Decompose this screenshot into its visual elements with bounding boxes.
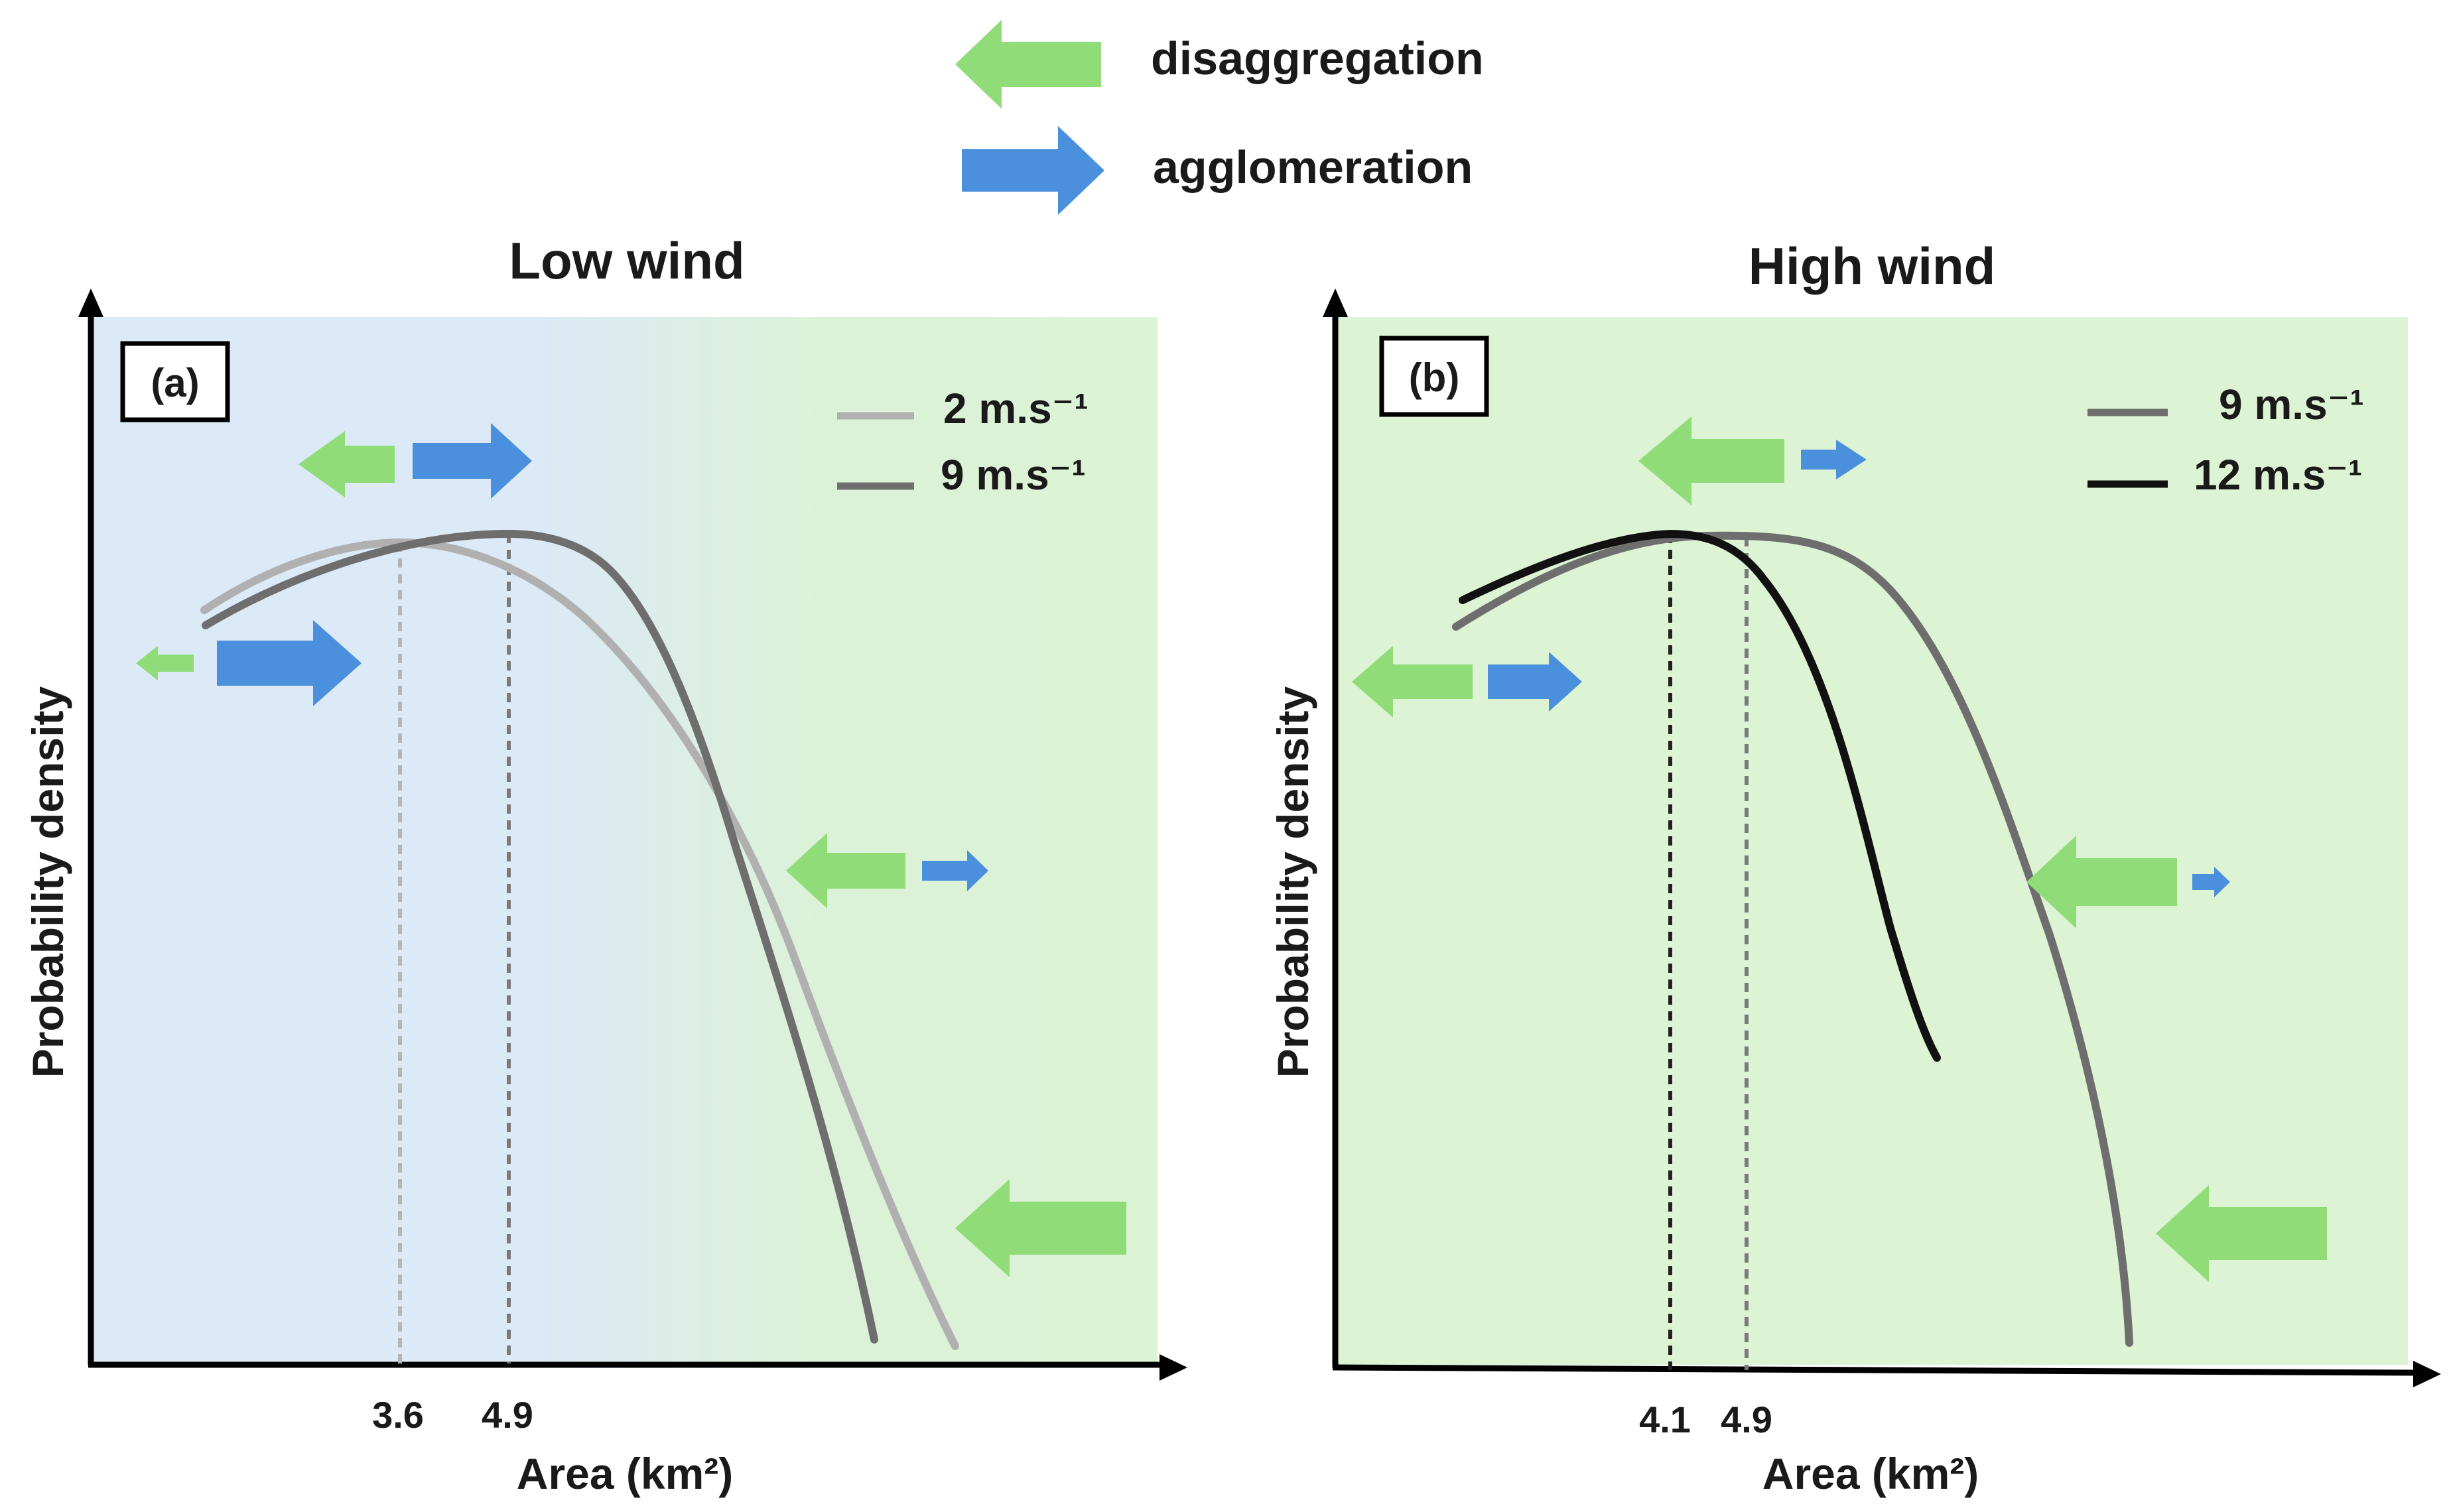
legend-agglomeration-arrow xyxy=(962,126,1104,215)
panel-a-ylabel: Probability density xyxy=(23,686,72,1078)
panel-a-agglomeration-arrow-peak xyxy=(413,423,532,499)
panel-a-curve-2ms xyxy=(200,538,959,1350)
panel-a-background xyxy=(93,317,1158,1362)
panel-b-agglomeration-arrow-peak xyxy=(1801,440,1867,479)
panel-b-disaggregation-arrow-tail xyxy=(2156,1185,2327,1282)
panel-b-arrows-left xyxy=(1352,646,1582,718)
legend-disaggregation-arrow xyxy=(955,20,1101,109)
panel-b-ylabel: Probability density xyxy=(1268,686,1317,1078)
panel-a-label: (a) xyxy=(151,361,199,405)
panel-b-arrows-middle xyxy=(2026,836,2230,928)
legend-disaggregation-label: disaggregation xyxy=(1151,32,1484,84)
panel-a-arrows-left xyxy=(136,620,362,706)
panel-a-y-axis-arrowhead xyxy=(78,288,103,317)
panel-b-x-axis xyxy=(1332,1364,2415,1376)
panel-a-label-box xyxy=(120,341,230,422)
panel-b-disaggregation-arrow-middle xyxy=(2026,836,2177,928)
panel-b-label-box xyxy=(1379,336,1489,417)
panel-a-x-axis-arrowhead xyxy=(1159,1354,1187,1381)
panel-b-agglomeration-arrow-left xyxy=(1488,652,1582,712)
panel-b-legend-label-9ms: 9 m.s⁻¹ xyxy=(2219,381,2364,428)
panel-b-title: High wind xyxy=(1749,237,1996,295)
panel-b-arrows-peak xyxy=(1638,416,1867,505)
panel-a-agglomeration-arrow-middle xyxy=(922,850,988,891)
panel-b-tick-label-9ms: 4.9 xyxy=(1721,1399,1772,1440)
panel-b-curve-12ms xyxy=(1459,529,1941,1062)
top-legend: disaggregation agglomeration xyxy=(955,20,1484,215)
panel-b: High wind (b) 9 m.s⁻¹ 12 m.s⁻¹ 4.1 4.9 xyxy=(1268,237,2441,1498)
panel-a-arrows-middle xyxy=(786,833,988,909)
panel-a-disaggregation-arrow-tail xyxy=(955,1179,1126,1277)
panel-b-disaggregation-arrow-left xyxy=(1352,646,1473,718)
panel-a-curve-9ms xyxy=(202,529,878,1344)
panel-a-xlabel: Area (km²) xyxy=(517,1449,733,1498)
panel-b-label: (b) xyxy=(1409,355,1460,400)
panel-a-legend-label-9ms: 9 m.s⁻¹ xyxy=(941,451,1086,499)
panel-a-disaggregation-arrow-left xyxy=(136,646,194,680)
panel-a-tick-label-2ms: 3.6 xyxy=(372,1394,424,1436)
panel-b-y-axis-arrowhead xyxy=(1323,288,1348,317)
panel-a-title: Low wind xyxy=(509,231,744,290)
panel-a-disaggregation-arrow-peak xyxy=(298,431,395,497)
panel-a: Low wind (a) 2 m.s⁻¹ 9 m.s⁻¹ 3.6 4.9 xyxy=(23,231,1187,1498)
panel-a-arrows-peak xyxy=(298,423,532,499)
panel-b-disaggregation-arrow-peak xyxy=(1638,416,1784,505)
panel-b-tick-label-12ms: 4.1 xyxy=(1639,1399,1691,1440)
panel-a-legend-label-2ms: 2 m.s⁻¹ xyxy=(943,385,1089,432)
panel-a-agglomeration-arrow-left xyxy=(217,620,362,706)
legend-agglomeration-label: agglomeration xyxy=(1153,141,1473,193)
panel-b-curve-9ms xyxy=(1452,531,2133,1347)
panel-b-x-axis-arrowhead xyxy=(2413,1361,2441,1387)
panel-b-legend-label-12ms: 12 m.s⁻¹ xyxy=(2194,451,2362,499)
panel-a-disaggregation-arrow-middle xyxy=(786,833,905,909)
panel-b-agglomeration-arrow-middle xyxy=(2192,867,2230,897)
panel-a-tick-label-9ms: 4.9 xyxy=(482,1394,533,1436)
panel-b-xlabel: Area (km²) xyxy=(1762,1449,1979,1498)
